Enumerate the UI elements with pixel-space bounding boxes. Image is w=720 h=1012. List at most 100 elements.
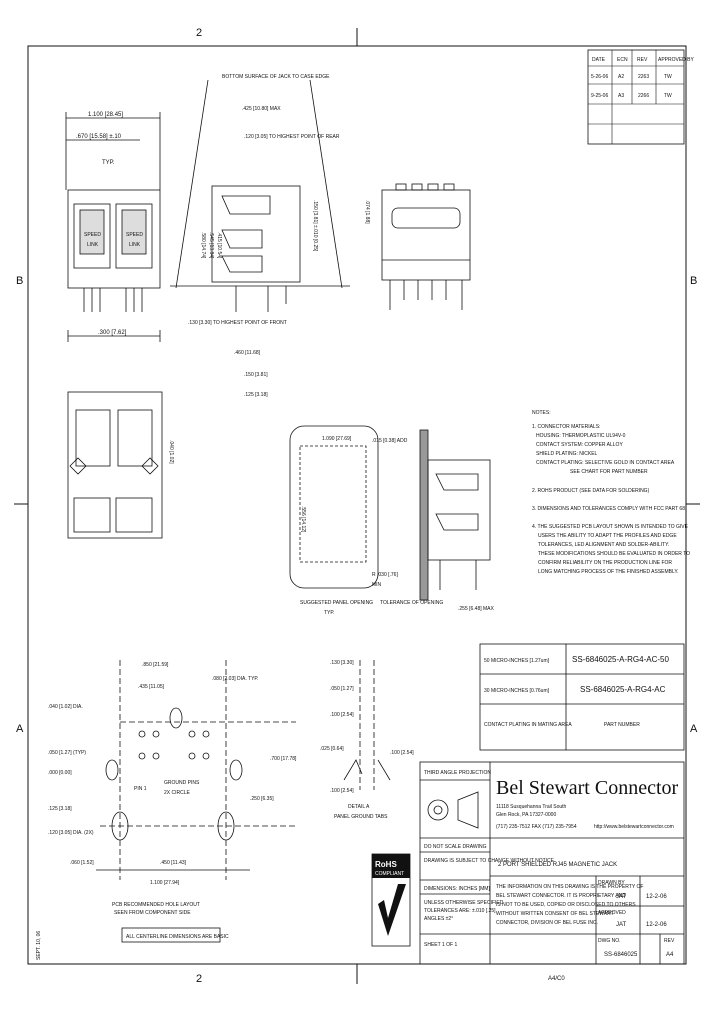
- tb-title: 2 PORT SHIELDED RJ45 MAGNETIC JACK: [498, 862, 617, 868]
- rev-cell: 2263: [638, 74, 649, 80]
- dim-side: .130 [3.30] TO HIGHEST POINT OF FRONT: [188, 320, 287, 326]
- dim-pcb: .250 [6.35]: [250, 796, 274, 802]
- pcb-caption-pin1: PIN 1: [134, 786, 147, 792]
- dim-detail: .100 [2.54]: [330, 788, 354, 794]
- tb-drawn-date: 12-2-06: [646, 894, 667, 900]
- note-line: SHIELD PLATING: NICKEL: [536, 451, 598, 457]
- rev-cell: A2: [618, 74, 624, 80]
- note-line: 3. DIMENSIONS AND TOLERANCES COMPLY WITH…: [532, 506, 686, 512]
- part-row-plating: 30 MICRO-INCHES [0.76um]: [484, 688, 550, 694]
- tb-drawn-by: JAT: [616, 894, 627, 900]
- dim-cutout: MIN: [372, 582, 382, 588]
- rev-cell: 5-26-06: [591, 74, 608, 80]
- tb-tolerance: ANGLES ±2°: [424, 916, 453, 922]
- rev-header-rev: REV: [637, 57, 648, 63]
- zone-label-bottom: 2: [196, 973, 202, 985]
- dim-side: .545 [13.84]: [208, 232, 214, 259]
- side-view: [170, 79, 350, 312]
- cutout-caption: TYP.: [324, 610, 334, 616]
- tb-checked-label: APPROVED: [598, 910, 626, 916]
- tb-proprietary: IS NOT TO BE USED, COPIED OR DISCLOSED T…: [496, 902, 636, 908]
- rev-cell: TW: [664, 74, 672, 80]
- notes-title: NOTES:: [532, 410, 551, 416]
- note-line: SEE CHART FOR PART NUMBER: [570, 469, 648, 475]
- tb-dwg-no: SS-6846025: [604, 952, 638, 958]
- pcb-note: SEEN FROM COMPONENT SIDE: [114, 910, 191, 916]
- port-label-link-left: LINK: [87, 242, 99, 248]
- dim-pcb: .450 [11.43]: [160, 860, 187, 866]
- dim-side: .150 [3.81] ±.010 [0.25]: [312, 200, 318, 252]
- port-label-speed-right: SPEED: [126, 232, 143, 238]
- dim-cutout: R .030 [.76]: [372, 572, 398, 578]
- tb-rev-label: REV: [664, 938, 675, 944]
- note-line: 2. ROHS PRODUCT (SEE DATA FOR SOLDERING): [532, 488, 650, 494]
- note-line: CONTACT SYSTEM: COPPER ALLOY: [536, 442, 623, 448]
- dim-port-pitch: .670 [15.58] ±.10: [76, 134, 122, 140]
- dim-pcb: .080 [2.03] DIA. TYP.: [212, 676, 259, 682]
- tb-sheet: SHEET 1 OF 1: [424, 942, 457, 948]
- rohs-sub: COMPLIANT: [375, 871, 404, 877]
- side-heading: BOTTOM SURFACE OF JACK TO CASE EDGE: [222, 74, 330, 80]
- note-line: 1. CONNECTOR MATERIALS:: [532, 424, 600, 430]
- dim-pcb: .060 [1.52]: [70, 860, 94, 866]
- rohs-label: RoHS: [375, 860, 397, 869]
- part-row-number: SS-6846025-A-RG4-AC: [580, 685, 666, 694]
- dim-detail: .100 [2.54]: [330, 712, 354, 718]
- dim-cutout: .255 [6.48] MAX: [458, 606, 495, 612]
- note-line: LONG MATCHING PROCESS OF THE FINISHED AS…: [538, 569, 679, 575]
- zone-label-left-b: B: [16, 275, 23, 287]
- note-line: THESE MODIFICATIONS SHOULD BE EVALUATED …: [538, 551, 690, 557]
- tb-address: (717) 235-7512 FAX (717) 235-7954: [496, 824, 577, 830]
- tb-dwg-label: DWG NO.: [598, 938, 621, 944]
- cutout-caption: SUGGESTED PANEL OPENING: [300, 600, 373, 606]
- dim-detail: .130 [3.30]: [330, 660, 354, 666]
- tb-tolerance: TOLERANCES ARE: ±.010 [.25]: [424, 908, 496, 914]
- part-number-table: [479, 643, 685, 751]
- drawing-border: [27, 45, 687, 965]
- pcb-note: PCB RECOMMENDED HOLE LAYOUT: [112, 902, 200, 908]
- dim-rear: .074 [1.88]: [364, 200, 370, 224]
- dim-pcb: .125 [3.18]: [48, 806, 72, 812]
- tb-proprietary: CONNECTOR, DIVISION OF BEL FUSE INC.: [496, 920, 598, 926]
- part-row-number: SS-6846025-A-RG4-AC-50: [572, 655, 669, 664]
- detail-caption: DETAIL A: [348, 804, 370, 810]
- tb-proprietary: WITHOUT WRITTEN CONSENT OF BEL STEWART: [496, 911, 614, 917]
- dim-side: .120 [3.05] TO HIGHEST POINT OF REAR: [244, 134, 340, 140]
- dim-cutout: .015 [0.38] ADD: [372, 438, 408, 444]
- dim-pcb: .435 [11.05]: [138, 684, 165, 690]
- rev-header-ecn: ECN: [617, 57, 628, 63]
- checkmark-icon: [378, 884, 406, 936]
- note-line: CONFIRM RELIABILITY ON THE PRODUCTION LI…: [538, 560, 672, 566]
- rev-header-approved: APPROVED BY: [658, 57, 695, 63]
- side-profile: [419, 429, 491, 601]
- dim-side: .415 [10.54]: [216, 232, 222, 259]
- tb-checked-by: JAT: [616, 922, 627, 928]
- panel-cutout: [289, 425, 379, 589]
- rev-cell: 2266: [638, 93, 649, 99]
- tb-proprietary: THE INFORMATION ON THIS DRAWING IS THE P…: [496, 884, 643, 890]
- dim-cutout: 1.090 [27.69]: [322, 436, 352, 442]
- zone-label-top: 2: [196, 27, 202, 39]
- port-label-speed-left: SPEED: [84, 232, 101, 238]
- tb-address: 11118 Susquehanna Trail South: [496, 804, 567, 810]
- dim-pcb: .000 [0.00]: [48, 770, 72, 776]
- port-label-link-right: LINK: [129, 242, 141, 248]
- tb-checked-date: 12-2-06: [646, 922, 667, 928]
- pcb-caption-ground: GROUND PINS: [164, 780, 200, 786]
- notes-block: NOTES: 1. CONNECTOR MATERIALS: HOUSING: …: [532, 410, 690, 575]
- detail-caption: PANEL GROUND TABS: [334, 814, 388, 820]
- dim-pcb: .040 [1.02] DIA.: [48, 704, 83, 710]
- tb-proprietary: BEL STEWART CONNECTOR. IT IS PROPRIETARY…: [496, 893, 626, 899]
- title-block: [419, 761, 685, 965]
- zone-label-left-a: A: [16, 723, 24, 735]
- tb-address: Glen Rock, PA 17327-0000: [496, 812, 556, 818]
- tb-rev: A4: [666, 952, 674, 958]
- zone-label-right-b: B: [690, 275, 697, 287]
- dim-detail: .025 [0.64]: [320, 746, 344, 752]
- dim-pcb: .120 [3.05] DIA. (2X): [48, 830, 94, 836]
- tb-footer: A4/C0: [548, 976, 565, 982]
- dim-top-width: 1.100 [28.45]: [88, 112, 123, 118]
- dim-detail: .100 [2.54]: [390, 750, 414, 756]
- dim-cutout: .556 [14.12]: [300, 506, 306, 533]
- tb-company: Bel Stewart Connector: [496, 777, 679, 799]
